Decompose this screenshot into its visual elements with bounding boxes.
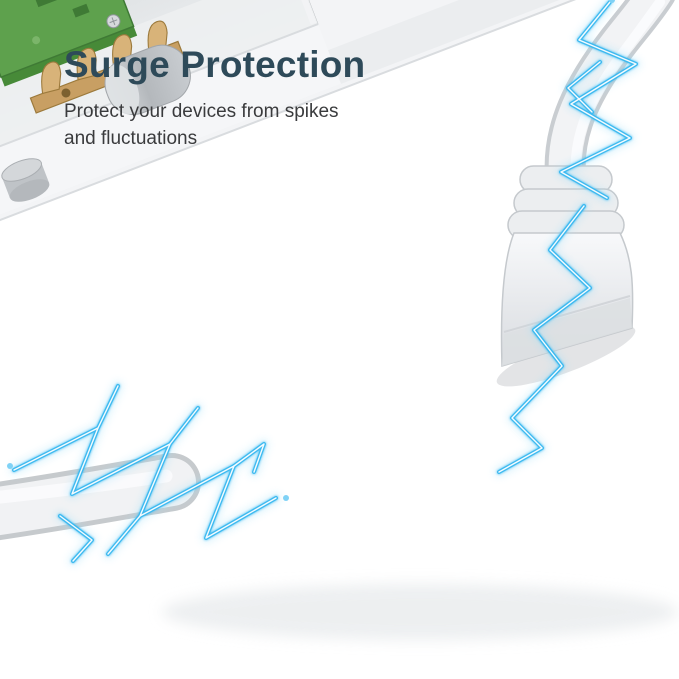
spark-dot <box>283 495 289 501</box>
page-title: Surge Protection <box>64 44 366 85</box>
subtitle-line-1: Protect your devices from spikes <box>64 101 339 122</box>
drop-shadow <box>162 584 678 640</box>
capacitor-cylinder <box>104 44 191 115</box>
power-strip-shell <box>0 0 652 261</box>
power-strip: ON OFF Grounde <box>0 0 656 266</box>
plug-shadow <box>496 325 636 387</box>
circuit-board <box>0 0 138 87</box>
plug-cord <box>544 0 675 203</box>
mount-post <box>1 158 50 202</box>
pcb-screw <box>106 14 121 29</box>
subtitle-line-2: and fluctuations <box>64 128 198 149</box>
spark-dot <box>609 0 615 3</box>
spark-dot <box>7 463 13 469</box>
subtitle: Protect your devices from spikes and flu… <box>64 98 365 152</box>
lightning-bolts <box>7 0 636 561</box>
marketing-copy: Surge Protection Protect your devices fr… <box>64 44 365 152</box>
